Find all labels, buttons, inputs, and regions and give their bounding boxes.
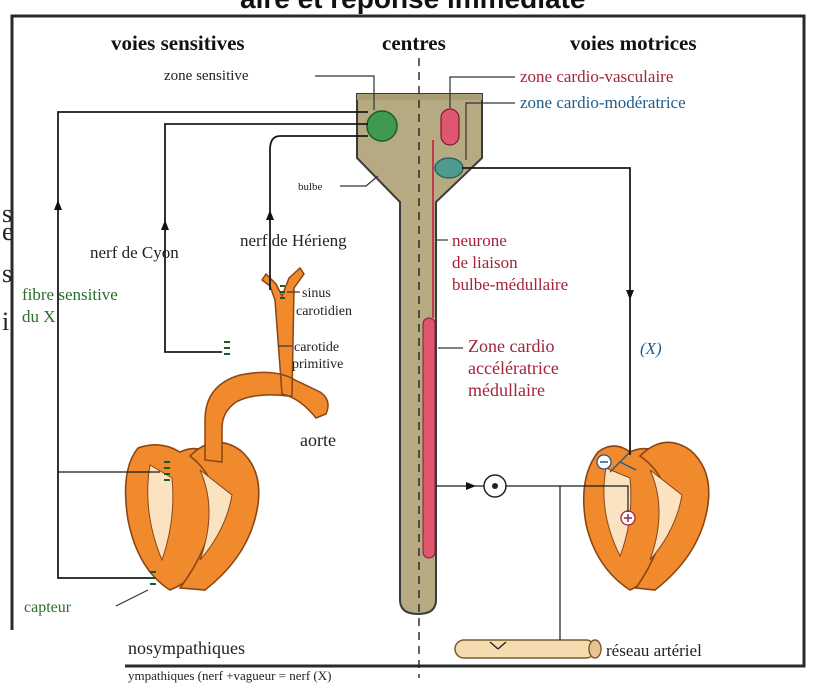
label-nerf-hering: nerf de Hérieng [240,231,347,250]
legend-line-2: ympathiques (nerf +vagueur = nerf (X) [128,668,331,683]
label-bulbe: bulbe [298,181,323,193]
label-neurone: neurone [452,231,507,250]
header-centers: centres [382,31,446,55]
leader-bulbe [340,176,378,186]
header-motor-pathways: voies motrices [570,31,697,55]
cardio-moderator-zone [435,158,463,178]
right-heart [584,442,709,590]
nerve-hering [270,136,368,290]
legend-line-1: nosympathiques [128,638,245,658]
leader-capteur [116,590,148,606]
label-zone-cardio: Zone cardio [468,336,554,356]
label-zone-cardio-moderatrice: zone cardio-modératrice [520,93,686,112]
label-du-x: du X [22,307,56,326]
label-reseau-arteriel: réseau artériel [606,641,702,660]
sensory-fiber-x-arrow [54,200,62,210]
label-aorte: aorte [300,430,336,450]
label-medullaire: médullaire [468,380,545,400]
arterial-network [455,640,601,658]
label-bulbe-medullaire: bulbe-médullaire [452,275,568,294]
nerve-cyon-arrow [161,220,169,230]
label-zone-sensitive: zone sensitive [164,68,249,84]
label-sinus: sinus [302,286,331,301]
label-x: (X) [640,339,662,358]
label-carotidien: carotidien [296,304,352,319]
left-heart [126,442,259,590]
label-primitive: primitive [292,357,343,372]
receptor-aorta [224,342,230,354]
label-acceleratrice: accélératrice [468,358,559,378]
label-de-liaison: de liaison [452,253,518,272]
legend-mask [0,630,125,688]
label-carotide: carotide [294,340,339,355]
header-sensory-pathways: voies sensitives [111,31,245,55]
cardio-vascular-zone [441,109,459,145]
edge-letter: i [2,307,9,336]
spinal-cord-top [357,94,482,100]
nerve-hering-arrow [266,210,274,220]
label-zone-cardio-vasculaire: zone cardio-vasculaire [520,67,673,86]
label-fibre-sensitive: fibre sensitive [22,285,118,304]
sensory-zone [367,111,397,141]
title-fragment: aire et réponse immédiate [240,0,585,14]
medullary-accelerator-zone [423,318,435,558]
label-capteur: capteur [24,599,72,616]
sympathetic-arrow [466,482,476,490]
vagus-motor-arrow [626,290,634,300]
label-nerf-cyon: nerf de Cyon [90,243,179,262]
vagus-motor-fiber [462,168,630,455]
